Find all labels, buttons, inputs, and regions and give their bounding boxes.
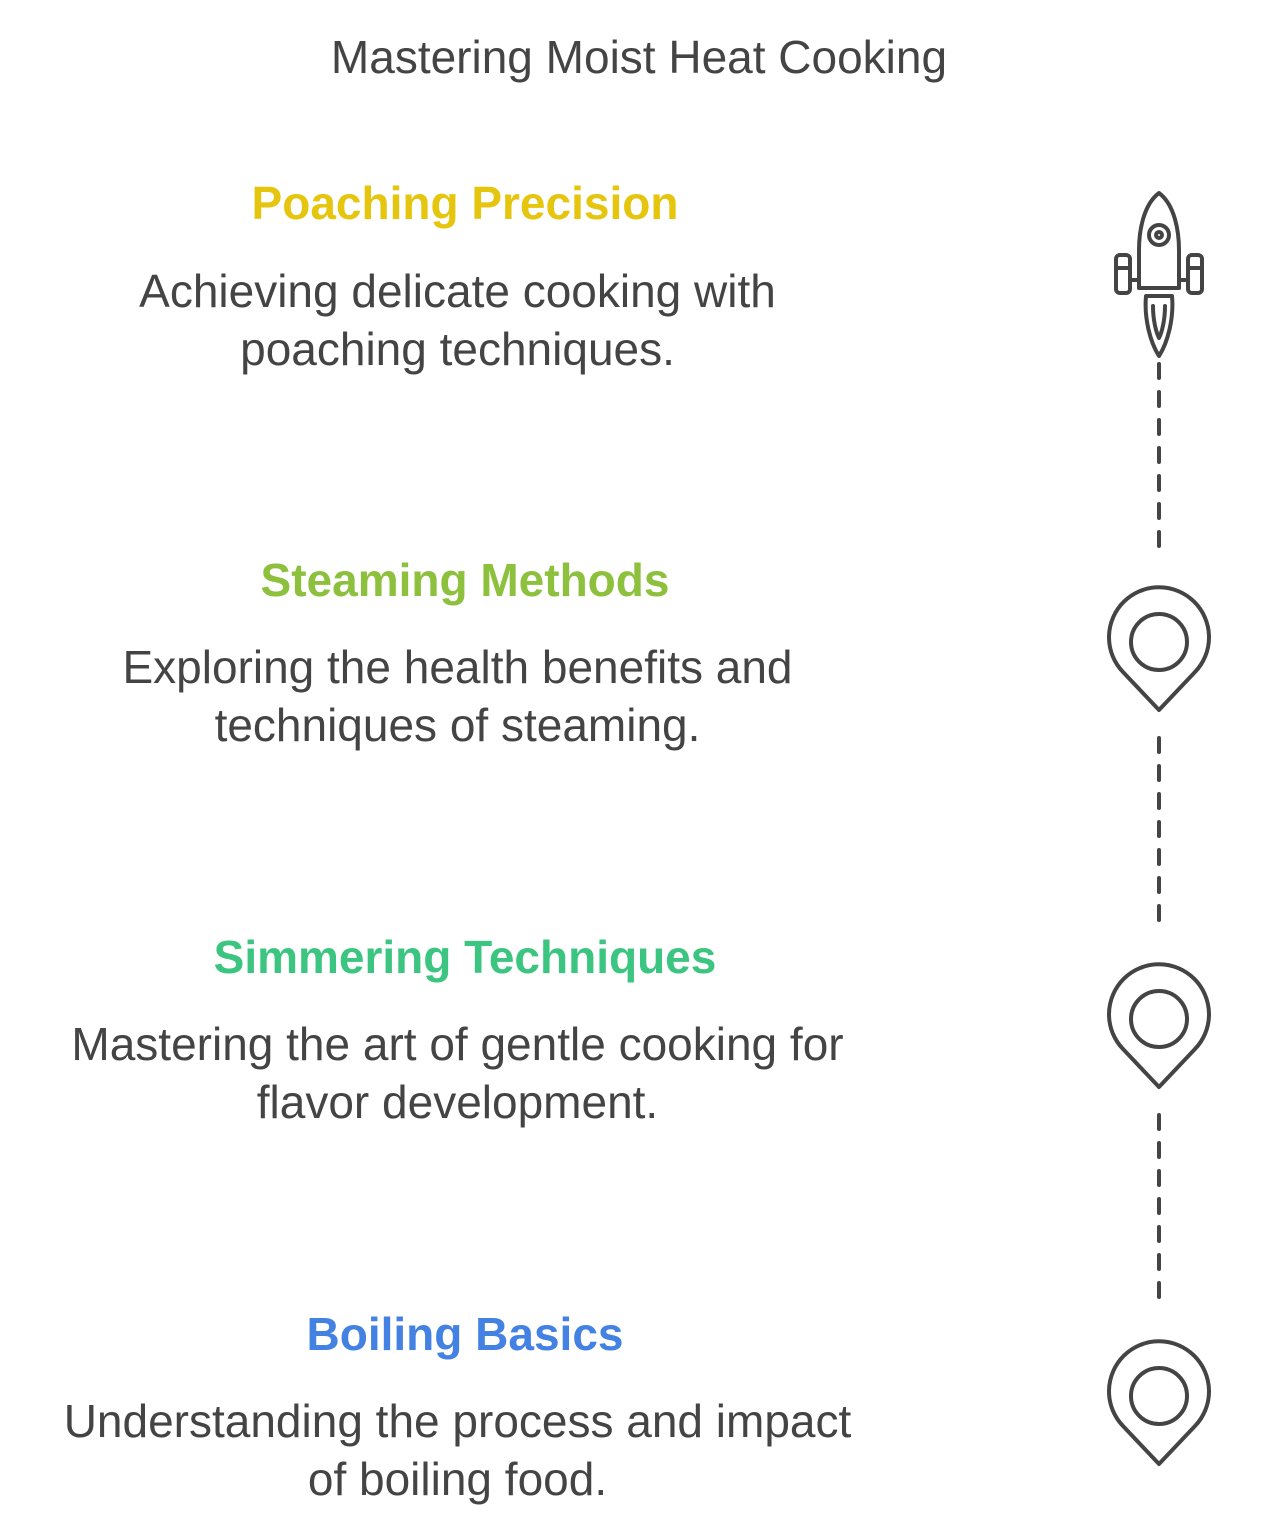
step-description-line: of boiling food. xyxy=(307,1453,608,1505)
step-description-line: techniques of steaming. xyxy=(214,699,701,751)
map-pin-icon xyxy=(1107,585,1211,712)
step-description-boiling: Understanding the process and impact of … xyxy=(30,1392,885,1508)
rocket-icon xyxy=(1114,191,1204,358)
step-description-line: poaching techniques. xyxy=(240,323,675,375)
step-description-steaming: Exploring the health benefits and techni… xyxy=(30,638,885,754)
step-description-line: Exploring the health benefits and xyxy=(122,641,793,693)
map-pin-icon xyxy=(1107,962,1211,1089)
step-description-line: flavor development. xyxy=(256,1076,659,1128)
step-heading-simmering: Simmering Techniques xyxy=(213,931,717,983)
step-heading-steaming: Steaming Methods xyxy=(260,554,670,606)
map-pin-icon xyxy=(1107,1339,1211,1466)
diagram-title: Mastering Moist Heat Cooking xyxy=(330,31,948,83)
step-heading-boiling: Boiling Basics xyxy=(306,1308,624,1360)
step-description-line: Mastering the art of gentle cooking for xyxy=(71,1018,844,1070)
step-description-line: Understanding the process and impact xyxy=(63,1395,852,1447)
step-description-simmering: Mastering the art of gentle cooking for … xyxy=(30,1015,885,1131)
step-description-line: Achieving delicate cooking with xyxy=(139,265,776,317)
step-description-poaching: Achieving delicate cooking with poaching… xyxy=(30,262,885,378)
step-heading-poaching: Poaching Precision xyxy=(251,177,679,229)
